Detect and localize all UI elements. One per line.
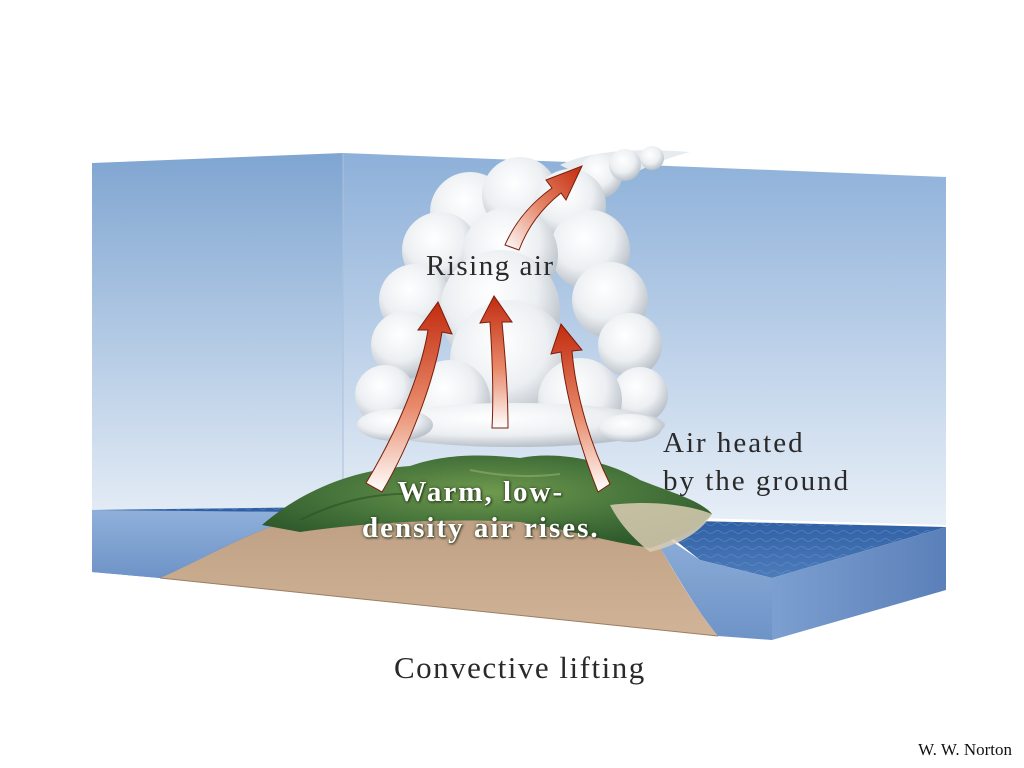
warm-air-label-line1: Warm, low-	[397, 476, 565, 508]
warm-air-label: Warm, low- density air rises.	[362, 474, 600, 546]
upward-arrow-icon	[479, 295, 513, 429]
diagram-caption: Convective lifting	[394, 650, 646, 685]
warm-air-label-line2: density air rises.	[362, 512, 600, 544]
rising-air-arrows	[365, 165, 611, 493]
upward-arrow-icon	[550, 322, 611, 493]
upward-arrow-icon	[504, 165, 583, 251]
air-heated-label: Air heated by the ground	[663, 424, 850, 500]
air-heated-label-line2: by the ground	[663, 465, 851, 497]
upward-arrow-icon	[365, 300, 453, 493]
rising-air-label: Rising air	[426, 250, 555, 282]
publisher-credit: W. W. Norton	[918, 740, 1012, 759]
air-heated-label-line1: Air heated	[663, 427, 805, 459]
cumulus-cloud	[355, 146, 690, 447]
land-cross-section	[92, 510, 946, 640]
